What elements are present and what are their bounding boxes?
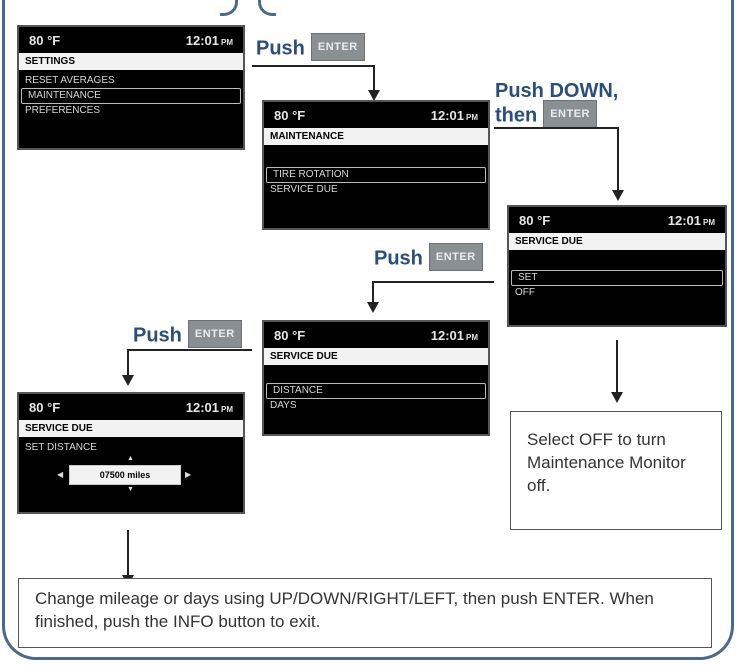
menu-item-service-due: SERVICE DUE	[270, 184, 338, 195]
clock-pm: PM	[221, 38, 233, 47]
right-arrow-icon: ▶	[185, 470, 192, 479]
clock: 12:01	[430, 328, 464, 343]
up-arrow-icon: ▲	[127, 455, 134, 462]
frame-notch-right	[258, 0, 276, 16]
menu-item-days: DAYS	[270, 400, 297, 411]
screen-title: SERVICE DUE	[264, 348, 488, 365]
note-select-off: Select OFF to turn Maintenance Monitor o…	[510, 411, 722, 530]
enter-button: ENTER	[310, 33, 365, 61]
screen-title: SERVICE DUE	[19, 420, 243, 437]
menu-item-maintenance: MAINTENANCE	[21, 88, 241, 104]
clock: 12:01	[185, 33, 219, 48]
clock: 12:01	[667, 213, 701, 228]
screen-title: SERVICE DUE	[509, 233, 725, 250]
clock: 12:01	[185, 400, 219, 415]
menu-item-distance: DISTANCE	[266, 383, 486, 399]
clock: 12:01	[430, 108, 464, 123]
menu-item-set: SET	[511, 270, 723, 286]
down-arrow-icon: ▼	[127, 486, 134, 493]
enter-button: ENTER	[187, 320, 242, 348]
menu-item-off: OFF	[515, 287, 535, 298]
clock-pm: PM	[466, 333, 478, 342]
temperature: 80 °F	[519, 213, 551, 228]
temperature: 80 °F	[29, 400, 61, 415]
temperature: 80 °F	[29, 33, 61, 48]
mileage-value-box: 07500 miles	[69, 465, 181, 485]
clock-pm: PM	[466, 113, 478, 122]
temperature: 80 °F	[274, 108, 306, 123]
enter-button: ENTER	[543, 100, 597, 128]
menu-item-reset-averages: RESET AVERAGES	[25, 75, 115, 86]
menu-item-preferences: PREFERENCES	[25, 105, 101, 116]
temperature: 80 °F	[274, 328, 306, 343]
clock-pm: PM	[703, 218, 715, 227]
note-change-mileage: Change mileage or days using UP/DOWN/RIG…	[18, 578, 712, 648]
left-arrow-icon: ◀	[57, 470, 64, 479]
clock-pm: PM	[221, 405, 233, 414]
enter-button: ENTER	[428, 243, 483, 271]
menu-item-tire-rotation: TIRE ROTATION	[266, 167, 486, 183]
screen-title: SETTINGS	[19, 53, 243, 70]
screen-subtitle: SET DISTANCE	[25, 442, 97, 453]
frame-notch-left	[220, 0, 238, 16]
screen-title: MAINTENANCE	[264, 128, 488, 145]
